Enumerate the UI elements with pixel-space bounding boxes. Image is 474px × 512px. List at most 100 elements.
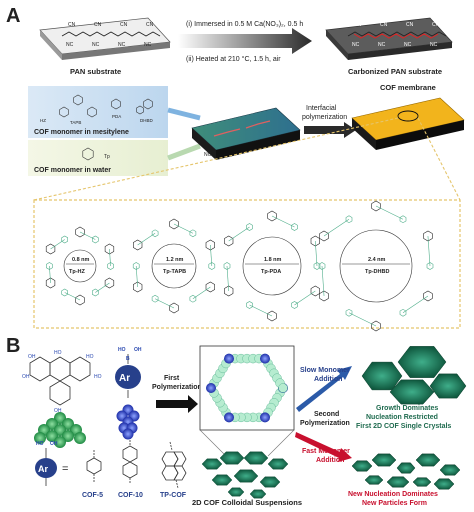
pore-name-label: Tp-HZ	[69, 269, 86, 275]
interfacial-label-1: Interfacial	[306, 105, 337, 112]
monomer-label-dhbd: DHBD	[140, 118, 154, 123]
single-crystals	[361, 346, 467, 405]
interfacial-label-2: polymerization	[302, 114, 347, 121]
monomer-label-pda: PDA	[112, 114, 121, 119]
ring	[345, 215, 353, 224]
boronate-node	[260, 412, 270, 423]
boronate-node	[224, 353, 234, 364]
cof-membrane-label: COF membrane	[380, 83, 436, 92]
ring	[426, 262, 434, 270]
ring	[111, 98, 121, 110]
pore-tp-tapb: 1.2 nm Tp-TAPB	[132, 218, 216, 314]
pore-structures-box	[33, 199, 461, 329]
zoom-line-right	[417, 117, 461, 201]
first-poly-label-2: Polymerization	[152, 384, 202, 391]
backbone	[347, 31, 447, 37]
water-label: COF monomer in water	[34, 167, 111, 174]
pan-substrate-label: PAN substrate	[70, 67, 121, 76]
second-poly-label-1: Second	[314, 411, 339, 418]
cn-group: CN	[354, 22, 362, 28]
ring	[310, 285, 320, 297]
linker-bond	[95, 282, 110, 293]
single-crystal	[397, 346, 447, 378]
ring	[189, 229, 197, 238]
ring	[59, 106, 69, 118]
cof-hexagonal-framework	[206, 353, 288, 423]
nc-group: NC	[118, 42, 126, 48]
ring	[423, 290, 433, 302]
second-poly-label-2: Polymerization	[300, 420, 350, 427]
linker-bond	[271, 215, 295, 228]
ring	[45, 277, 56, 289]
ar-legend	[35, 448, 57, 486]
linker-bond	[137, 233, 156, 246]
ring	[104, 277, 115, 289]
ring	[169, 302, 179, 314]
new-particle	[386, 476, 410, 488]
legend-ho-label: HO	[36, 441, 44, 447]
zoom-circle	[397, 110, 419, 122]
linker-bond	[154, 298, 175, 309]
pore-circle	[151, 243, 197, 289]
atom-sphere	[74, 432, 86, 444]
zoom-line-b-left	[199, 429, 227, 457]
pore-size-label: 1.2 nm	[166, 257, 184, 263]
pore-size-label: 0.8 nm	[72, 257, 90, 263]
ring	[224, 235, 234, 247]
ring	[61, 288, 68, 297]
linker-bond	[173, 223, 194, 234]
colloid-particle	[219, 451, 245, 465]
linker-bond	[226, 265, 229, 292]
new-particle	[371, 453, 397, 467]
boron-oh-label: OH	[134, 347, 142, 353]
ring	[208, 262, 216, 270]
linker-bond	[375, 205, 404, 220]
ring	[246, 301, 253, 309]
colloidal-label: 2D COF Colloidal Suspensions	[192, 498, 302, 507]
new-particle	[439, 464, 461, 476]
hydroxyl-label: OH	[54, 408, 62, 414]
ring	[87, 106, 97, 118]
cn-group: CN	[120, 22, 128, 28]
linker-bond	[79, 231, 96, 240]
ring	[267, 310, 277, 322]
pore-name-label: Tp-TAPB	[163, 269, 186, 275]
pore-circle	[63, 249, 97, 283]
mesitylene-solution	[28, 86, 168, 138]
linker-bond	[323, 218, 350, 237]
hhtp-space-filling-model	[34, 412, 86, 448]
backbone	[61, 31, 161, 37]
linker-bond	[135, 265, 138, 288]
mesitylene-label: COF monomer in mesitylene	[34, 129, 129, 136]
cof5-linker	[86, 450, 102, 482]
new-nuc-label-2: New Particles Form	[362, 500, 427, 507]
colloidal-particles	[201, 451, 289, 499]
nc-group: NC	[430, 42, 438, 48]
colloid-particle	[243, 451, 269, 465]
ring	[169, 218, 179, 230]
colloid-particle	[227, 487, 245, 497]
ring	[371, 200, 381, 212]
colloid-particle	[201, 458, 223, 470]
ring	[205, 239, 215, 251]
nc-group: NC	[92, 42, 100, 48]
new-particle	[396, 462, 416, 474]
ring	[313, 262, 321, 270]
boronate-node	[260, 353, 270, 364]
single-crystal	[429, 373, 467, 399]
cn-group: CN	[380, 22, 388, 28]
ring	[75, 294, 85, 306]
panel-a-letter: A	[6, 5, 20, 27]
hydroxyl-label: HO	[86, 354, 94, 360]
ring	[345, 308, 353, 317]
interface-slab	[191, 107, 301, 160]
cof-membrane	[351, 97, 465, 150]
step-1-label: (i) Immersed in 0.5 M Ca(NO₃)₂, 0.5 h	[186, 21, 303, 28]
ring	[319, 230, 329, 242]
ring	[423, 230, 433, 242]
growth-label-1: Growth Dominates	[376, 405, 438, 412]
